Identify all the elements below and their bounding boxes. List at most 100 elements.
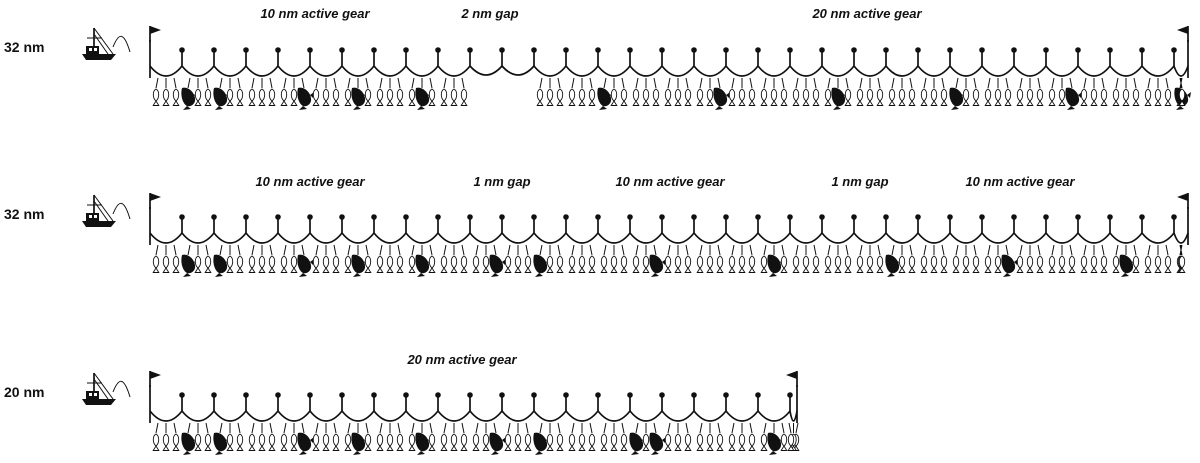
mainline-section: [1109, 232, 1143, 244]
float-ball-icon: [179, 392, 185, 411]
small-fish-icon: [290, 255, 298, 273]
large-fish-icon: [181, 87, 198, 110]
large-fish-icon: [767, 432, 784, 455]
float-ball-icon: [723, 47, 729, 66]
float-ball-icon: [1107, 47, 1113, 66]
small-fish-icon: [1154, 255, 1162, 273]
branch-line: [280, 77, 288, 106]
branch-line: [472, 244, 480, 273]
flag-buoy-icon: [1177, 26, 1189, 42]
small-fish-icon: [1154, 88, 1162, 106]
active-gear-label: 10 nm active gear: [260, 6, 370, 21]
small-fish-icon: [332, 88, 340, 106]
float-ball-icon: [435, 392, 441, 411]
mainline-section: [821, 232, 855, 244]
large-fish-icon: [885, 254, 902, 277]
mainline-section: [757, 65, 791, 77]
small-fish-icon: [834, 255, 842, 273]
branch-line: [226, 423, 234, 451]
small-fish-icon: [376, 433, 384, 451]
float-ball-icon: [851, 214, 857, 233]
branch-line: [930, 245, 938, 273]
branch-line: [364, 422, 372, 451]
mainline-section: [693, 232, 727, 244]
mainline-section: [661, 65, 695, 77]
large-fish-icon: [351, 87, 368, 110]
small-fish-icon: [984, 88, 992, 106]
branch-line: [856, 244, 864, 273]
small-fish-icon: [568, 88, 576, 106]
branch-line: [213, 77, 230, 110]
float-ball-icon: [595, 392, 601, 411]
small-fish-icon: [588, 433, 596, 451]
mainline-section: [405, 410, 439, 422]
row-length-label: 20 nm: [4, 384, 44, 400]
float-ball-icon: [659, 47, 665, 66]
branch-line: [610, 245, 618, 273]
branch-line: [1080, 77, 1088, 106]
branch-line: [204, 422, 212, 451]
branch-line: [962, 78, 970, 106]
mainline-section: [597, 65, 631, 77]
branch-line: [588, 244, 596, 273]
float-ball-icon: [755, 392, 761, 411]
float-ball-icon: [307, 392, 313, 411]
float-ball-icon: [787, 47, 793, 66]
branch-line: [780, 422, 788, 451]
branch-line: [1154, 78, 1162, 106]
mainline-section: [501, 232, 535, 244]
branch-line: [1090, 78, 1098, 106]
small-fish-icon: [204, 88, 212, 106]
small-fish-icon: [1036, 88, 1044, 106]
branch-line: [824, 244, 832, 273]
branch-line: [652, 77, 660, 106]
float-ball-icon: [275, 214, 281, 233]
mainline-section: [149, 65, 183, 77]
branch-line: [802, 78, 810, 106]
small-fish-icon: [248, 433, 256, 451]
branch-line: [533, 244, 550, 277]
small-fish-icon: [578, 433, 586, 451]
small-fish-icon: [684, 433, 692, 451]
branch-line: [415, 245, 432, 277]
small-fish-icon: [386, 88, 394, 106]
mainline-section: [213, 410, 247, 422]
small-fish-icon: [1144, 255, 1152, 273]
mainline-section: [757, 232, 791, 244]
float-ball-icon: [371, 392, 377, 411]
float-ball-icon: [627, 47, 633, 66]
flag-buoy-icon: [149, 26, 161, 42]
large-fish-icon: [297, 432, 314, 455]
mainline-section: [341, 65, 375, 77]
small-fish-icon: [792, 88, 800, 106]
mainline-section: [1045, 65, 1079, 77]
small-fish-icon: [280, 88, 288, 106]
branch-line: [312, 244, 320, 273]
small-fish-icon: [738, 88, 746, 106]
large-fish-icon: [297, 87, 314, 110]
mainline-section: [661, 232, 695, 244]
branch-line: [1016, 244, 1024, 273]
branch-line: [866, 245, 874, 273]
branch-line: [236, 422, 244, 451]
small-fish-icon: [236, 433, 244, 451]
branch-line: [181, 422, 198, 455]
small-fish-icon: [268, 255, 276, 273]
small-fish-icon: [972, 255, 980, 273]
small-fish-icon: [908, 255, 916, 273]
float-ball-icon: [467, 214, 473, 233]
branch-line: [856, 77, 864, 106]
branch-line: [706, 245, 714, 273]
branch-line: [450, 245, 458, 273]
float-ball-icon: [915, 214, 921, 233]
mainline-section: [181, 232, 215, 244]
branch-line: [984, 77, 992, 106]
branch-line: [1016, 77, 1024, 106]
small-fish-icon: [1048, 255, 1056, 273]
mainline-section: [1045, 232, 1079, 244]
branch-line: [514, 245, 522, 273]
mainline-section: [373, 65, 407, 77]
mainline-section: [437, 65, 471, 77]
float-ball-icon: [339, 214, 345, 233]
large-fish-icon: [533, 432, 550, 455]
